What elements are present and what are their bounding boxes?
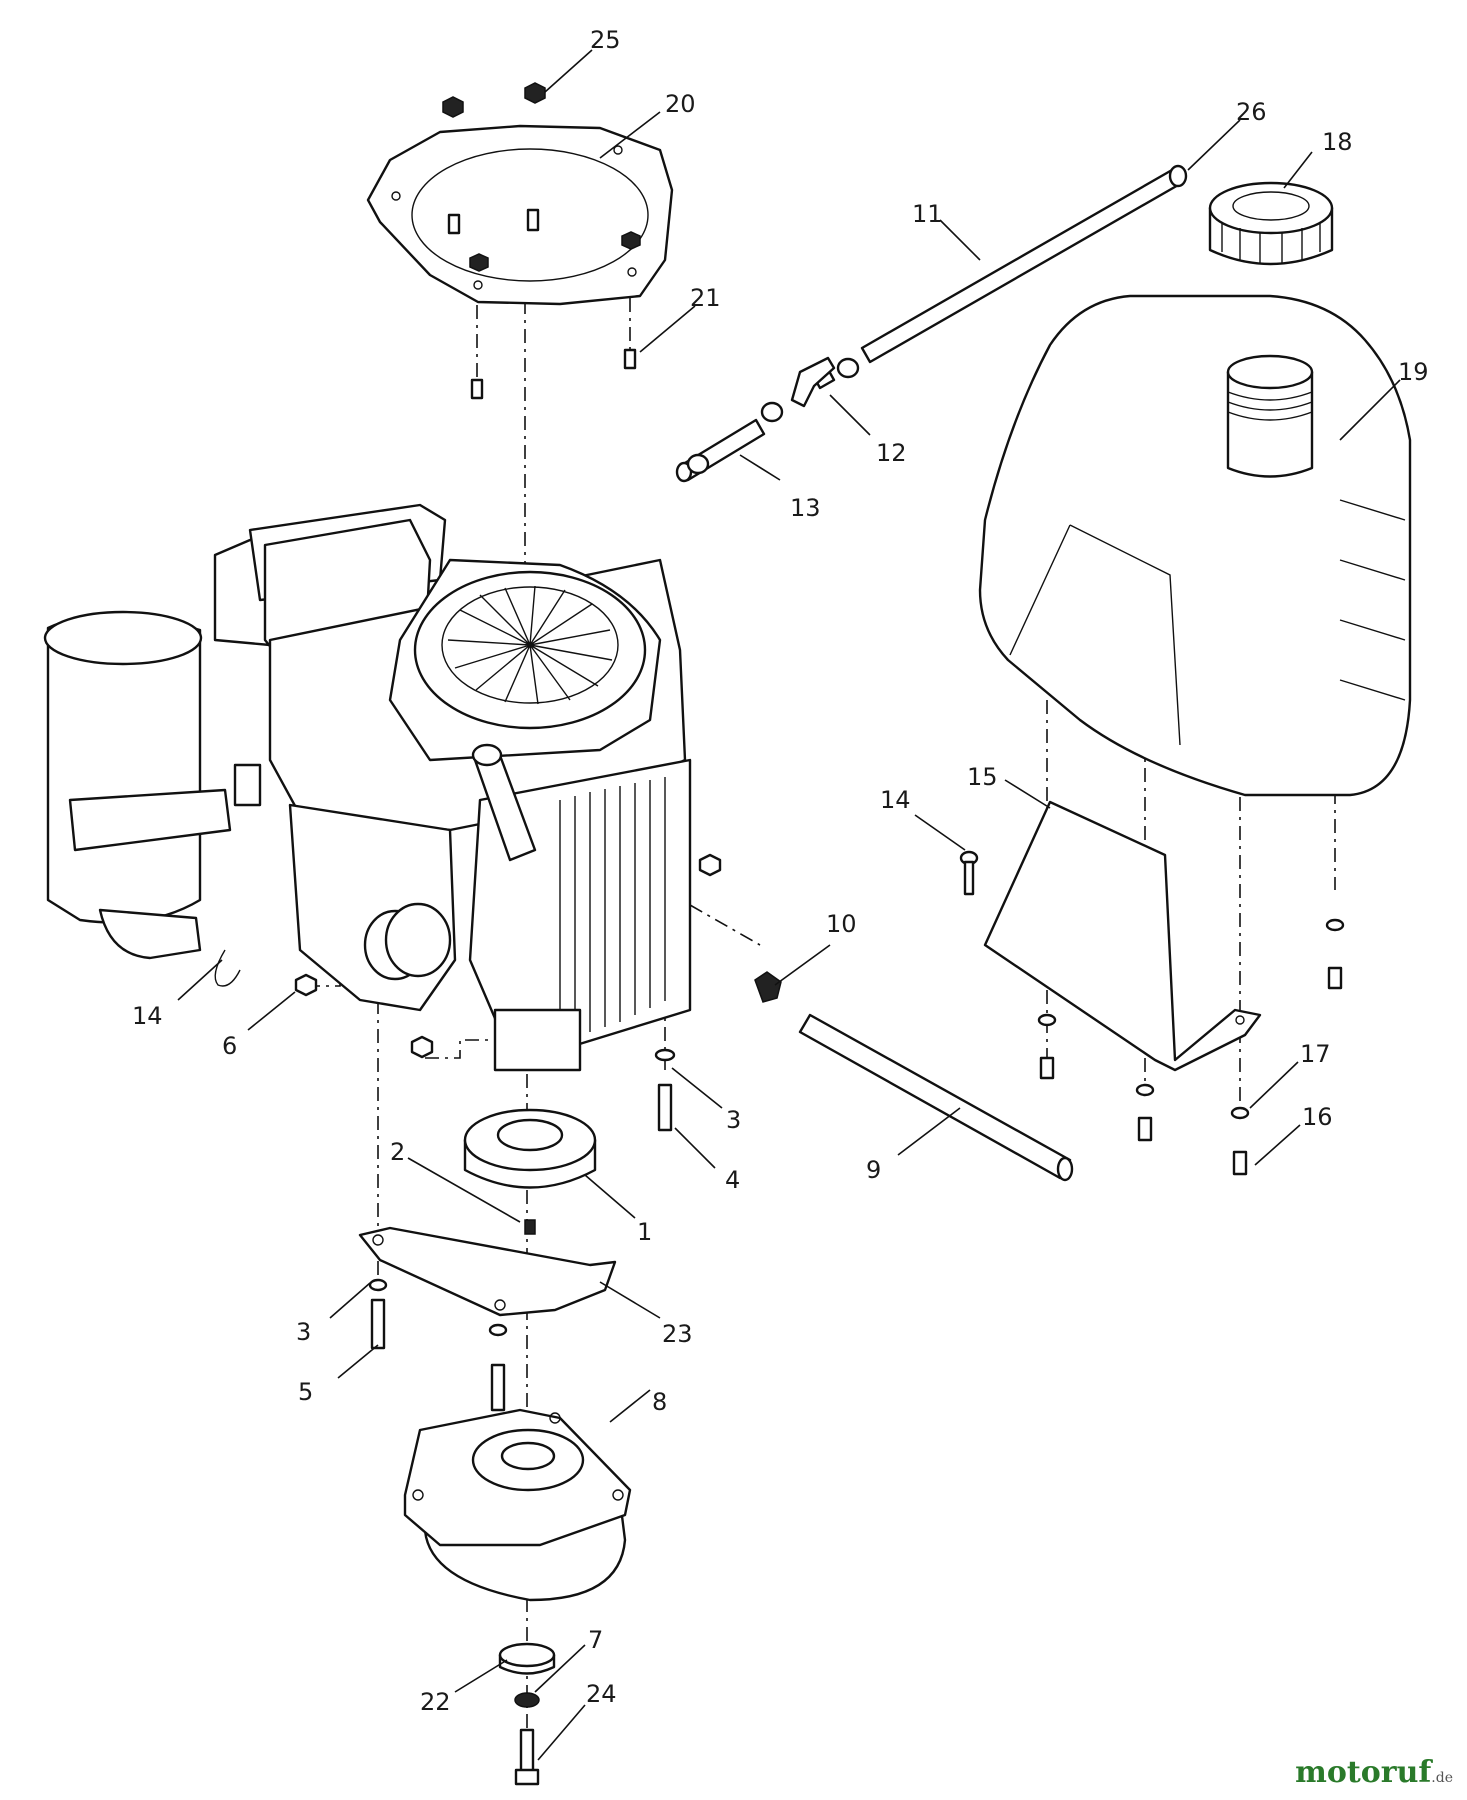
watermark-logo: motoruf.de xyxy=(1295,1755,1453,1790)
fuel-tank-part-19 xyxy=(978,294,1412,797)
callout-10: 10 xyxy=(826,910,857,938)
recoil-starter-ribs xyxy=(447,585,613,705)
callout-16: 16 xyxy=(1302,1103,1333,1131)
engine-assembly xyxy=(43,503,722,1072)
callout-1: 1 xyxy=(637,1218,652,1246)
callout-5: 5 xyxy=(298,1378,313,1406)
callout-12: 12 xyxy=(876,439,907,467)
callout-23: 23 xyxy=(662,1320,693,1348)
fuel-line-assembly xyxy=(675,164,1188,483)
callout-20: 20 xyxy=(665,90,696,118)
callout-26: 26 xyxy=(1236,98,1267,126)
pulley-part-1 xyxy=(463,1108,597,1235)
fuel-line-part-9 xyxy=(754,971,1074,1182)
callout-2: 2 xyxy=(390,1138,405,1166)
callout-14b: 14 xyxy=(132,1002,163,1030)
bracket-part-23 xyxy=(358,1226,617,1412)
engine-hardware xyxy=(214,949,676,1132)
clutch-hardware xyxy=(498,1642,556,1786)
callout-8: 8 xyxy=(652,1388,667,1416)
callout-6: 6 xyxy=(222,1032,237,1060)
callout-18: 18 xyxy=(1322,128,1353,156)
fuel-cap-part-18 xyxy=(1208,181,1334,266)
callout-11: 11 xyxy=(912,200,943,228)
leader-lines xyxy=(177,49,1401,1761)
callout-3b: 3 xyxy=(296,1318,311,1346)
callout-24: 24 xyxy=(586,1680,617,1708)
callout-21: 21 xyxy=(690,284,721,312)
callout-17: 17 xyxy=(1300,1040,1331,1068)
callout-14: 14 xyxy=(880,786,911,814)
heat-shield-part-15 xyxy=(959,800,1345,1176)
callout-7: 7 xyxy=(588,1626,603,1654)
callout-labels: 25 20 26 18 11 21 19 12 13 14 15 10 6 3 … xyxy=(132,26,1429,1716)
callout-9: 9 xyxy=(866,1156,881,1184)
callout-13: 13 xyxy=(790,494,821,522)
callout-19: 19 xyxy=(1398,358,1429,386)
callout-25: 25 xyxy=(590,26,621,54)
callout-15: 15 xyxy=(967,763,998,791)
callout-22: 22 xyxy=(420,1688,451,1716)
callout-3: 3 xyxy=(726,1106,741,1134)
callout-4: 4 xyxy=(725,1166,740,1194)
mounting-plate-part-20 xyxy=(366,82,674,400)
clutch-part-8 xyxy=(403,1408,632,1602)
